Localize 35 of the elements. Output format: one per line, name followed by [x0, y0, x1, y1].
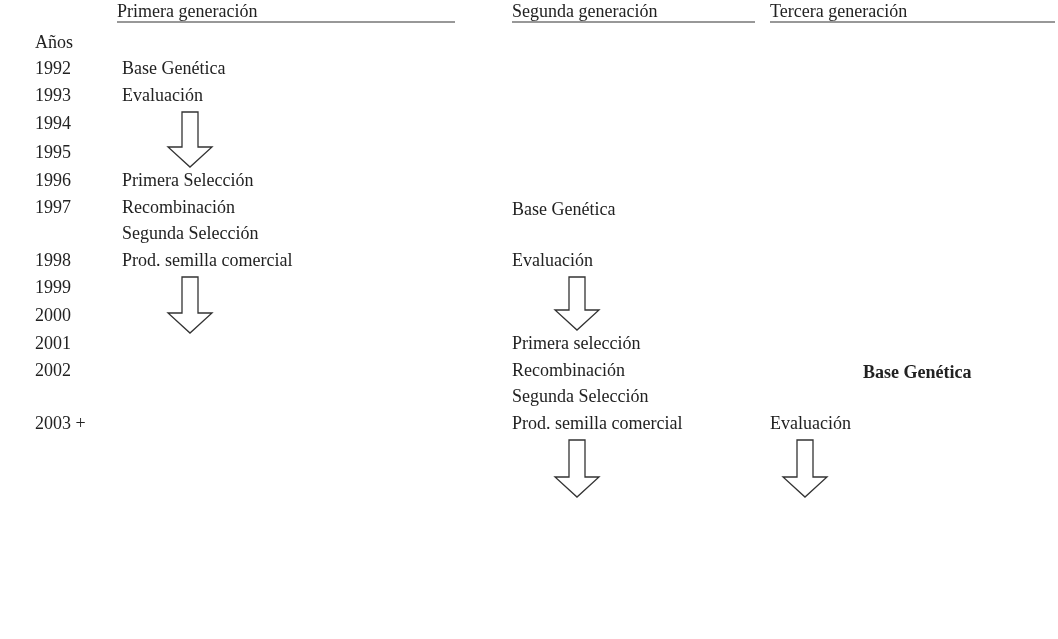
block-arrow — [553, 276, 601, 331]
year-label: 2003 + — [35, 412, 86, 434]
step-label: Base Genética — [863, 361, 972, 383]
year-label: 1994 — [35, 112, 71, 134]
step-label: Evaluación — [512, 249, 593, 271]
year-label: 1993 — [35, 84, 71, 106]
column-header: Primera generación — [117, 0, 258, 22]
column-header: Tercera generación — [770, 0, 908, 22]
step-label: Segunda Selección — [512, 385, 649, 407]
step-label: Base Genética — [122, 57, 226, 79]
step-label: Evaluación — [122, 84, 203, 106]
year-label: 1995 — [35, 141, 71, 163]
step-label: Recombinación — [122, 196, 235, 218]
year-label: 1998 — [35, 249, 71, 271]
year-label: 1996 — [35, 169, 71, 191]
year-label: 2002 — [35, 359, 71, 381]
block-arrow — [553, 439, 601, 498]
step-label: Evaluación — [770, 412, 851, 434]
year-label: 2000 — [35, 304, 71, 326]
block-arrow — [781, 439, 829, 498]
year-label: 2001 — [35, 332, 71, 354]
step-label: Prod. semilla comercial — [512, 412, 683, 434]
axis-title: Años — [35, 31, 73, 53]
year-label: 1992 — [35, 57, 71, 79]
year-label: 1997 — [35, 196, 71, 218]
step-label: Primera selección — [512, 332, 641, 354]
column-header: Segunda generación — [512, 0, 658, 22]
block-arrow — [166, 111, 214, 168]
step-label: Primera Selección — [122, 169, 254, 191]
year-label: 1999 — [35, 276, 71, 298]
step-label: Segunda Selección — [122, 222, 259, 244]
step-label: Prod. semilla comercial — [122, 249, 293, 271]
step-label: Recombinación — [512, 359, 625, 381]
step-label: Base Genética — [512, 198, 616, 220]
block-arrow — [166, 276, 214, 334]
